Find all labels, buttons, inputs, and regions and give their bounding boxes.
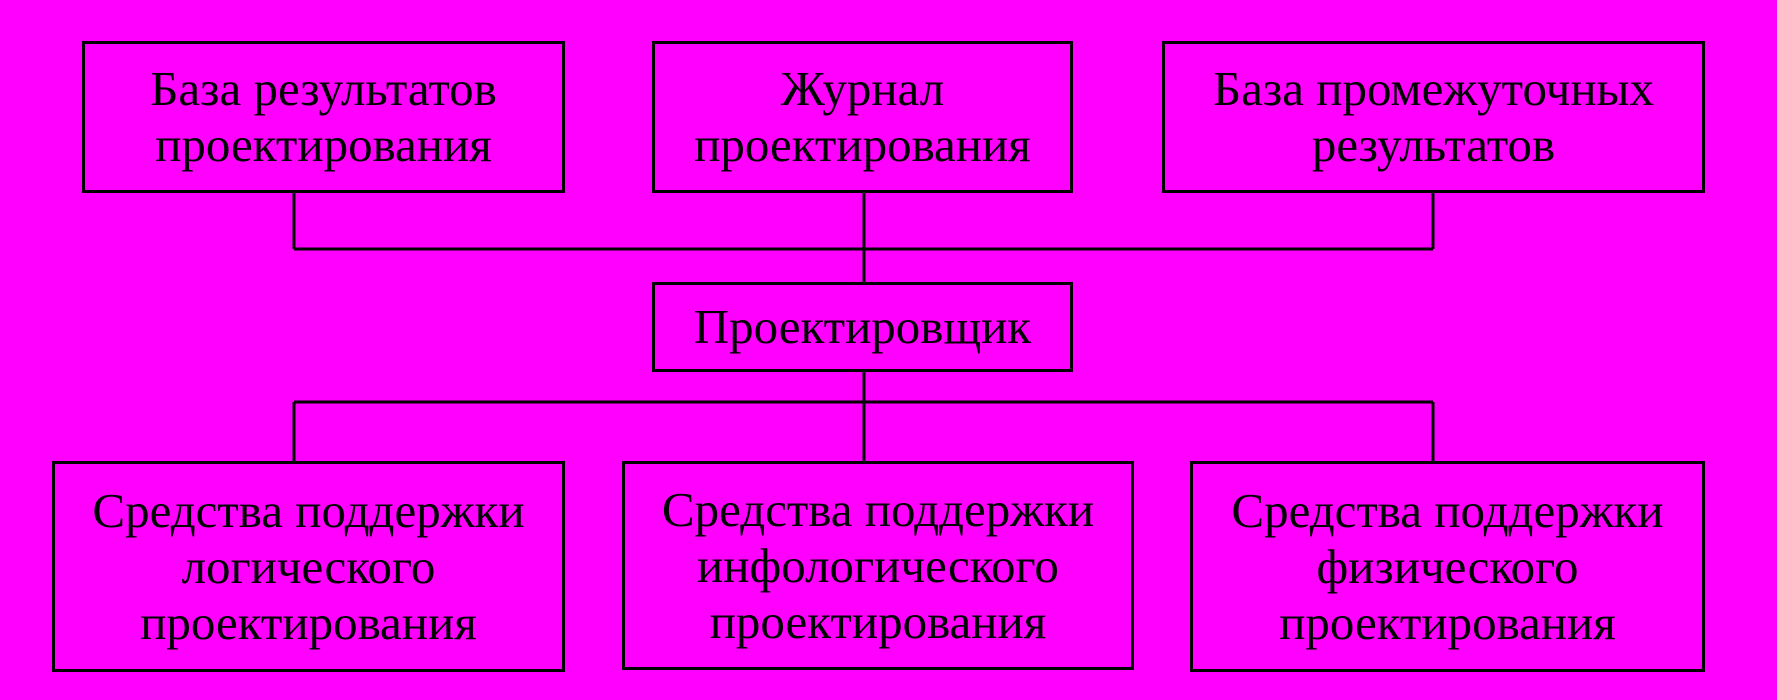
node-journal: Журнал проектирования bbox=[652, 41, 1073, 193]
node-designer: Проектировщик bbox=[652, 282, 1073, 372]
node-label-line: Средства поддержки bbox=[1231, 482, 1664, 538]
node-label-line: База промежуточных bbox=[1213, 61, 1654, 116]
node-label-line: База результатов bbox=[150, 61, 497, 116]
node-physical-tools: Средства поддержки физического проектиро… bbox=[1190, 461, 1705, 672]
node-label-line: логического bbox=[181, 538, 436, 594]
node-infological-tools: Средства поддержки инфологического проек… bbox=[622, 461, 1134, 670]
node-label-line: Средства поддержки bbox=[661, 481, 1095, 537]
node-logical-tools: Средства поддержки логического проектиро… bbox=[52, 461, 565, 672]
node-label-line: проектирования bbox=[709, 593, 1047, 649]
node-label-line: проектирования bbox=[1279, 594, 1616, 650]
node-label-line: инфологического bbox=[697, 537, 1059, 593]
node-label-line: Средства поддержки bbox=[92, 482, 525, 538]
node-base-interim: База промежуточных результатов bbox=[1162, 41, 1705, 193]
node-label-line: Журнал bbox=[780, 61, 945, 116]
node-label-line: результатов bbox=[1311, 117, 1556, 172]
node-label-line: проектирования bbox=[155, 117, 492, 172]
node-label-line: физического bbox=[1316, 538, 1579, 594]
node-label-line: проектирования bbox=[140, 594, 477, 650]
node-label-line: проектирования bbox=[694, 117, 1031, 172]
node-label-line: Проектировщик bbox=[693, 299, 1032, 354]
node-base-results: База результатов проектирования bbox=[82, 41, 565, 193]
